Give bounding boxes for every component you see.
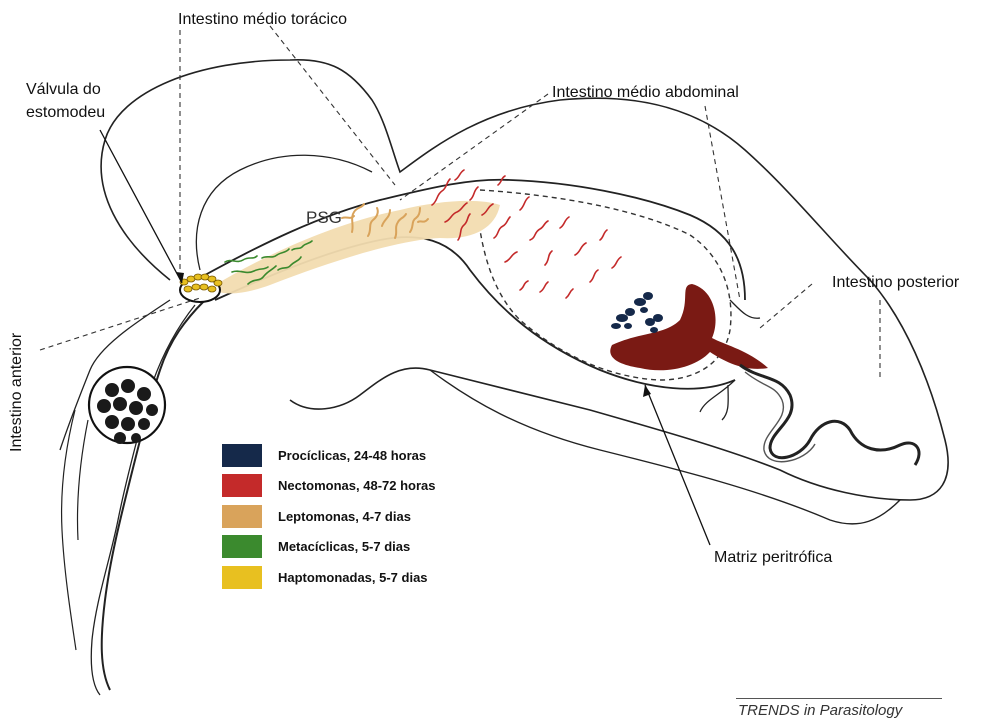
legend-label: Procíclicas, 24-48 horas bbox=[278, 448, 426, 463]
legend-swatch-nectomonad bbox=[222, 474, 262, 497]
peritrophic-matrix-arrow bbox=[645, 385, 710, 545]
legend-item: Metacíclicas, 5-7 dias bbox=[222, 532, 482, 563]
body-lower-outline bbox=[430, 370, 900, 524]
procyclic-parasites bbox=[611, 292, 663, 333]
legend-label: Leptomonas, 4-7 dias bbox=[278, 509, 411, 524]
label-stomodeal-valve-line1: Válvula do bbox=[26, 80, 101, 100]
legend-label: Haptomonadas, 5-7 dias bbox=[278, 570, 428, 585]
legend: Procíclicas, 24-48 horas Nectomonas, 48-… bbox=[222, 440, 482, 593]
label-foregut: Intestino anterior bbox=[8, 333, 26, 452]
label-peritrophic-matrix: Matriz peritrófica bbox=[714, 548, 832, 568]
label-abdominal-midgut: Intestino médio abdominal bbox=[552, 83, 739, 103]
legend-label: Metacíclicas, 5-7 dias bbox=[278, 539, 410, 554]
stomodeal-valve-arrow bbox=[100, 130, 182, 283]
legend-swatch-haptomonad bbox=[222, 566, 262, 589]
label-stomodeal-valve-line2: estomodeu bbox=[26, 103, 105, 123]
salivary-gland bbox=[89, 367, 165, 444]
gut-upper-wall bbox=[205, 180, 745, 300]
publisher-credit: TRENDS in Parasitology bbox=[738, 702, 902, 719]
proboscis bbox=[62, 410, 88, 650]
legend-swatch-metacyclic bbox=[222, 535, 262, 558]
legend-swatch-leptomonad bbox=[222, 505, 262, 528]
legend-item: Procíclicas, 24-48 horas bbox=[222, 440, 482, 471]
foregut-tube-inner bbox=[91, 305, 195, 695]
legend-label: Nectomonas, 48-72 horas bbox=[278, 478, 436, 493]
legend-item: Leptomonas, 4-7 dias bbox=[222, 501, 482, 532]
foregut-tube bbox=[102, 300, 205, 690]
hindgut-coil bbox=[740, 365, 919, 465]
legend-item: Haptomonadas, 5-7 dias bbox=[222, 562, 482, 593]
legend-swatch-procyclic bbox=[222, 444, 262, 467]
label-thoracic-midgut: Intestino médio torácico bbox=[178, 10, 347, 30]
label-psg: PSG bbox=[306, 208, 342, 228]
legend-item: Nectomonas, 48-72 horas bbox=[222, 471, 482, 502]
credit-rule bbox=[736, 698, 942, 699]
label-hindgut: Intestino posterior bbox=[832, 273, 959, 293]
